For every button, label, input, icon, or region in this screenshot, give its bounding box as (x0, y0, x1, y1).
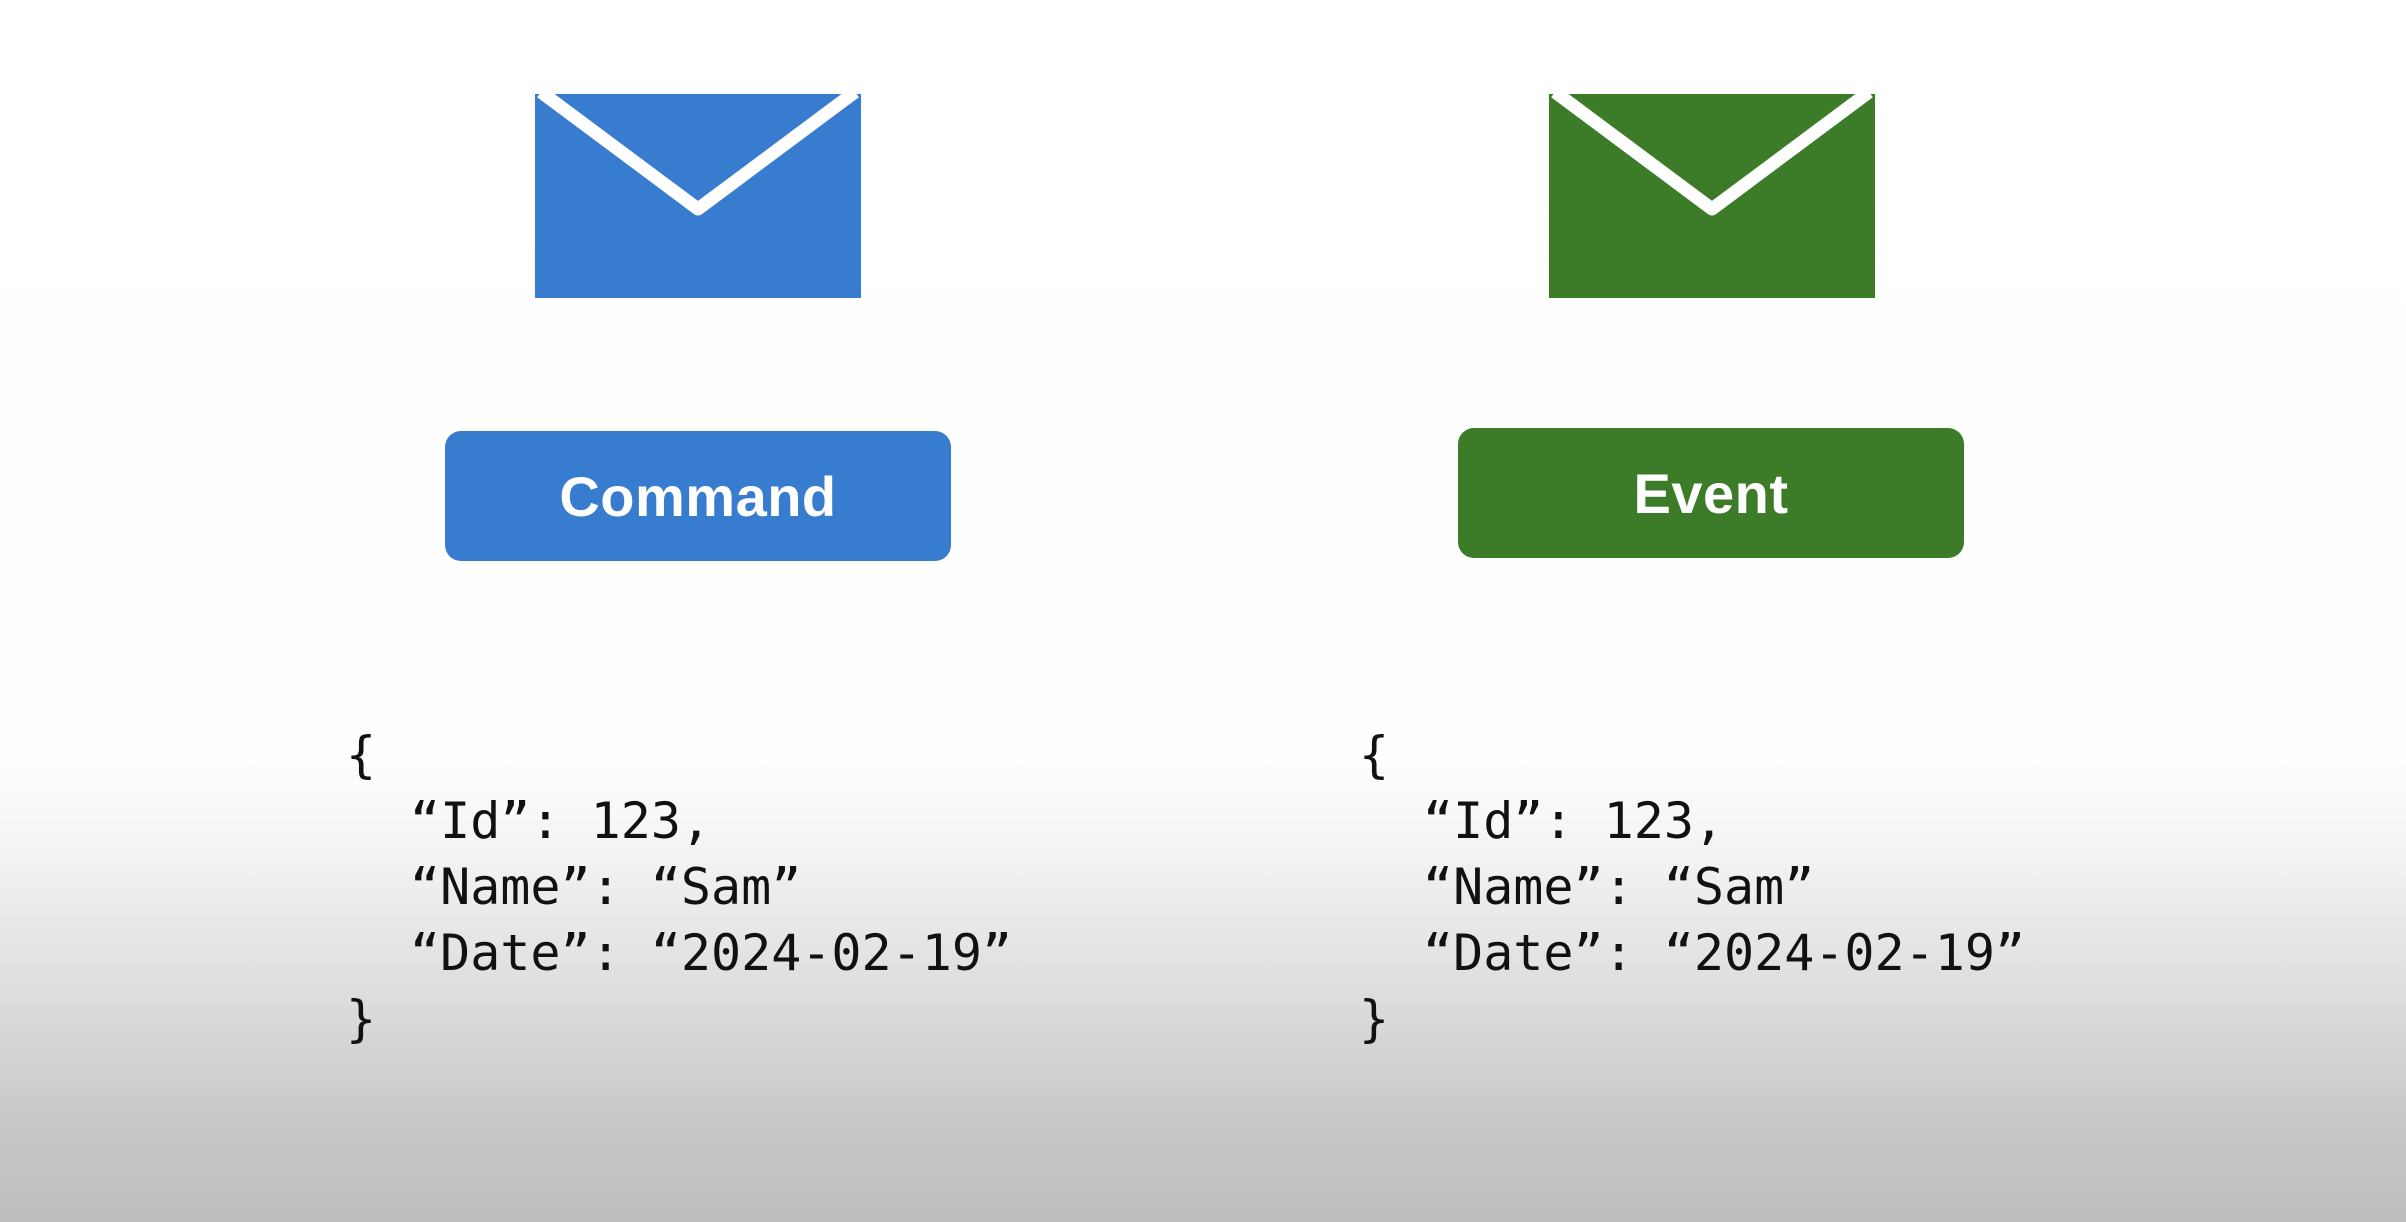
envelope-flap (537, 94, 859, 216)
event-json-block: { “Id”: 123, “Name”: “Sam” “Date”: “2024-02… (1359, 722, 2025, 1052)
json-close-brace: } (1359, 990, 1390, 1048)
json-name-line: “Name”: “Sam” (1423, 858, 1815, 916)
event-label: Event (1633, 461, 1789, 525)
envelope-flap (1551, 94, 1873, 216)
command-json-block: { “Id”: 123, “Name”: “Sam” “Date”: “2024-02… (346, 722, 1012, 1052)
json-date-line: “Date”: “2024-02-19” (410, 924, 1013, 982)
json-id-line: “Id”: 123, (1423, 792, 1725, 850)
json-open-brace: { (346, 726, 377, 784)
command-label-box: Command (445, 431, 951, 561)
event-label-box: Event (1458, 428, 1964, 558)
json-name-line: “Name”: “Sam” (410, 858, 802, 916)
json-date-line: “Date”: “2024-02-19” (1423, 924, 2026, 982)
json-open-brace: { (1359, 726, 1390, 784)
event-envelope-icon (1549, 94, 1875, 298)
json-close-brace: } (346, 990, 377, 1048)
command-envelope-icon (535, 94, 861, 298)
json-id-line: “Id”: 123, (410, 792, 712, 850)
command-label: Command (559, 464, 837, 528)
